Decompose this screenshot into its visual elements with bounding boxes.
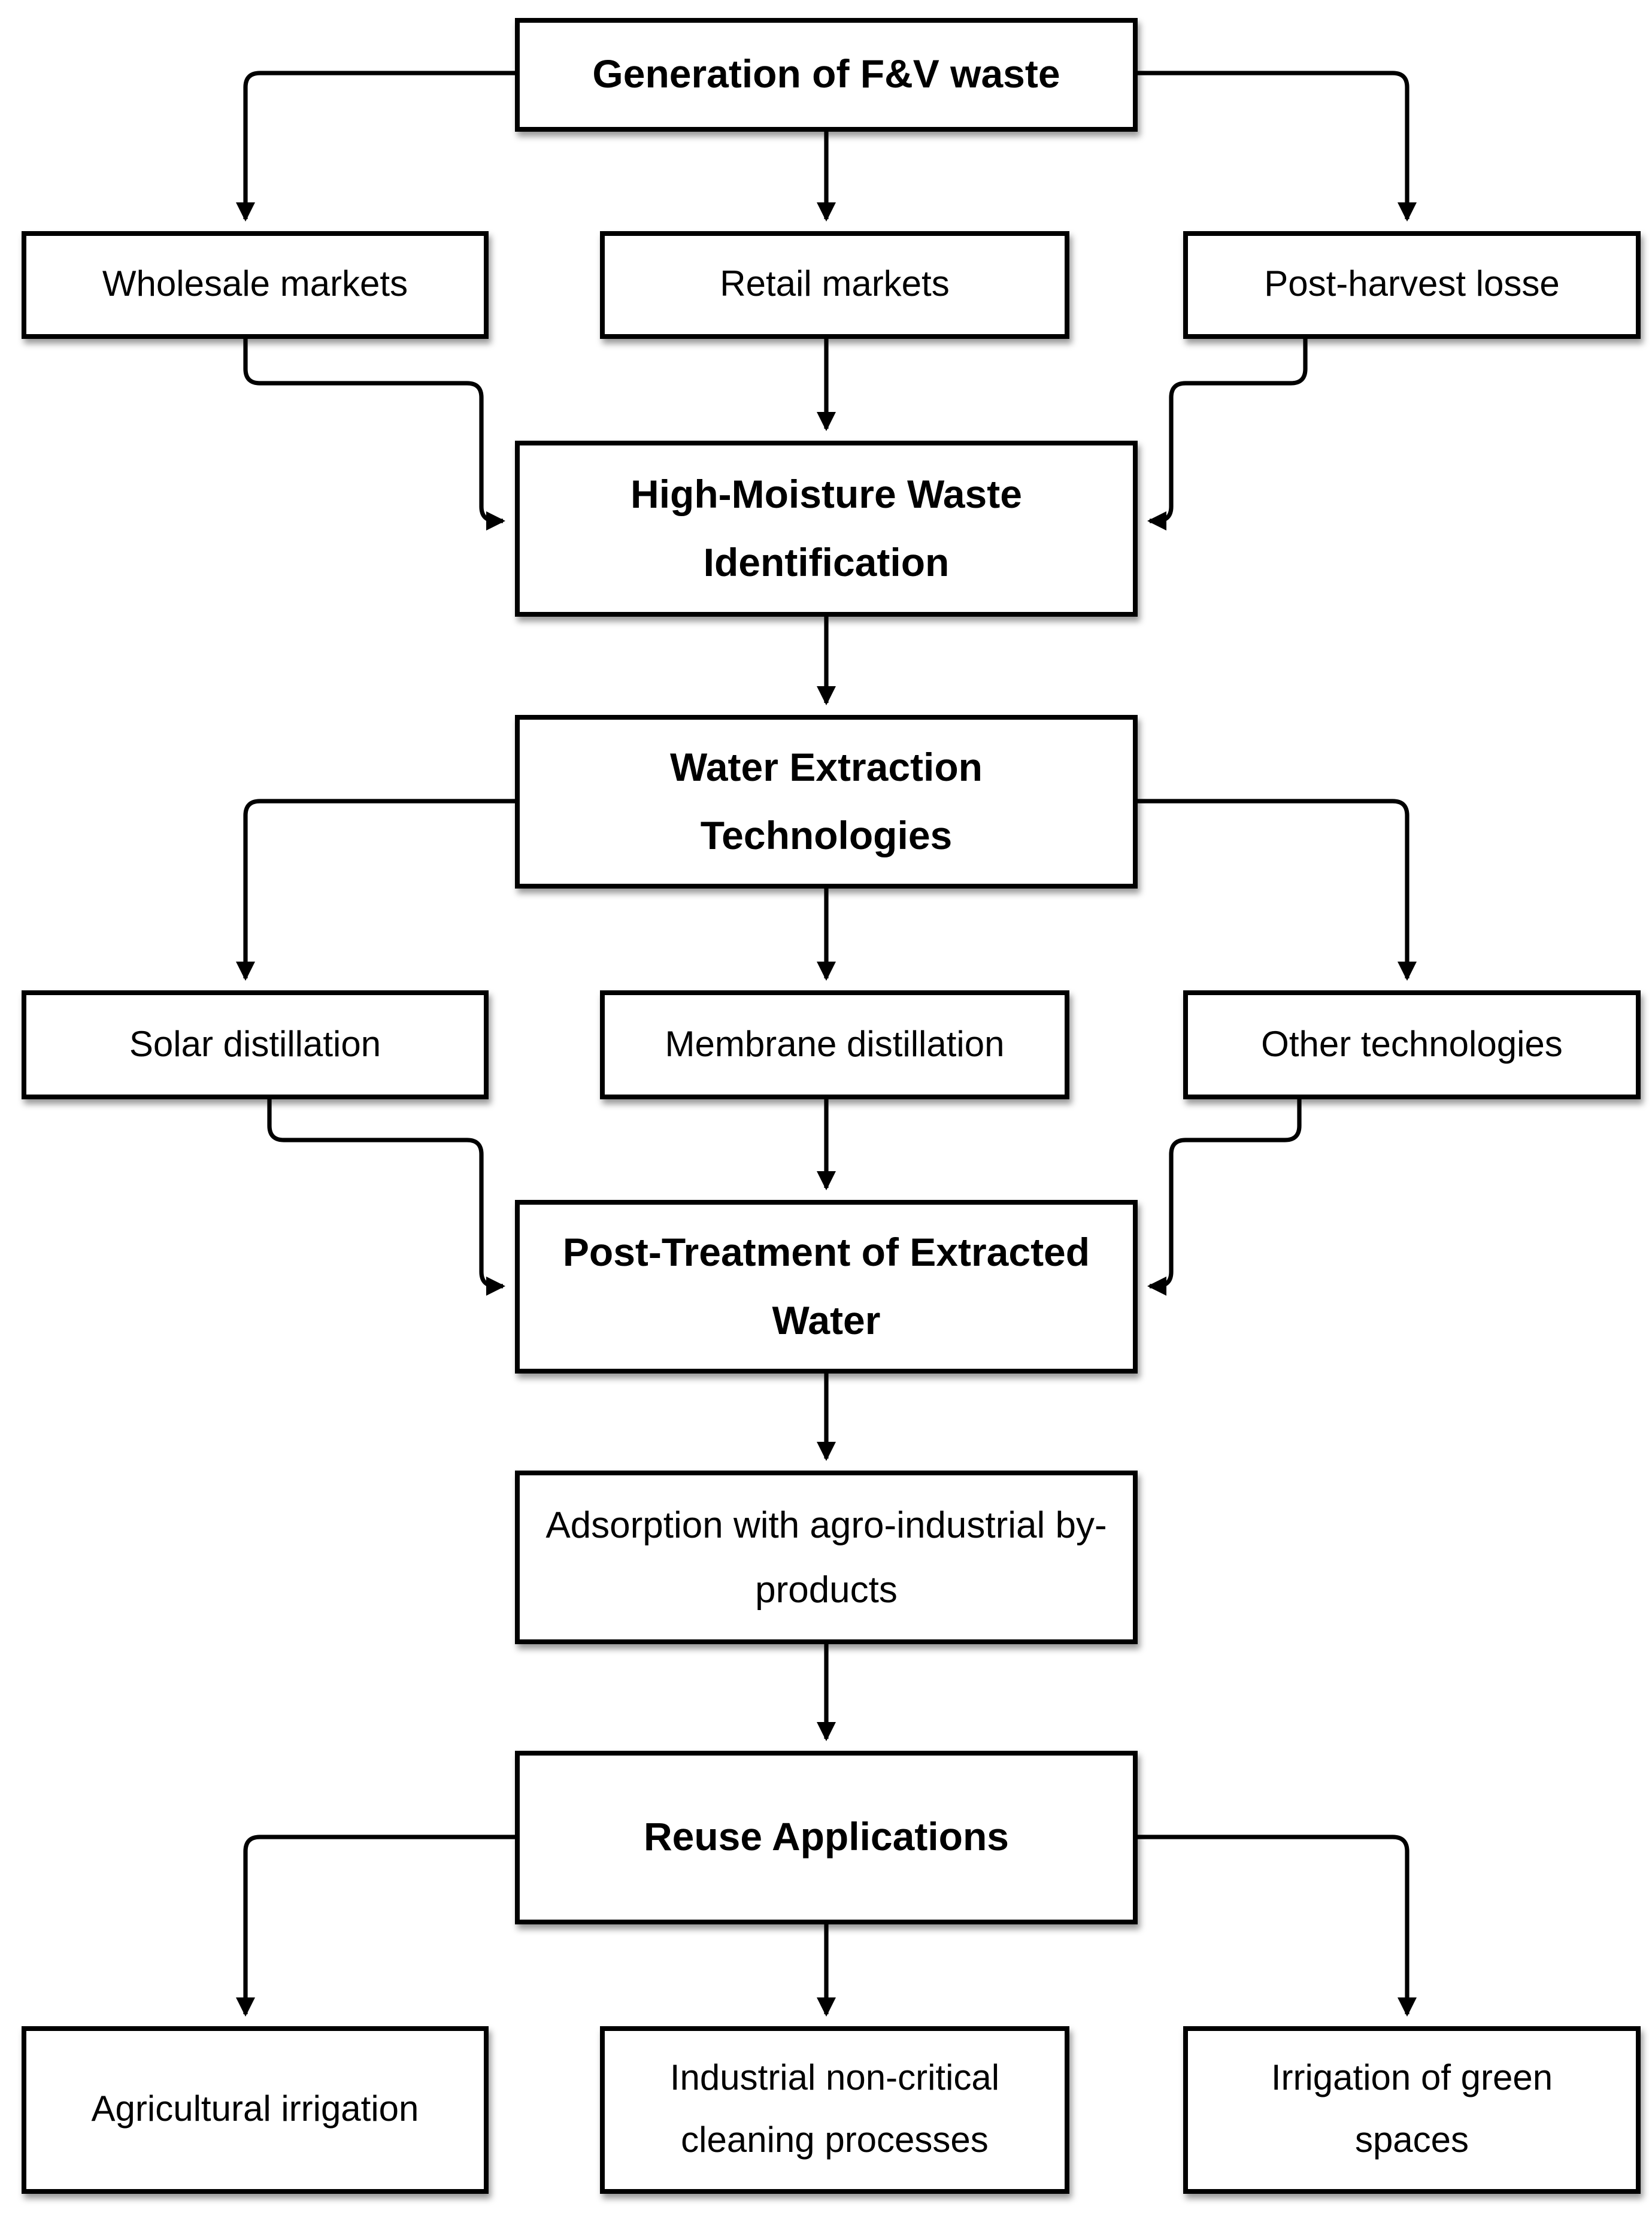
- node-label: Irrigation of green spaces: [1271, 2059, 1553, 2160]
- node-membrane-distillation: Membrane distillation: [600, 990, 1069, 1099]
- node-industrial-non-critical-cleaning: Industrial non-critical cleaning process…: [600, 2026, 1069, 2194]
- node-irrigation-of-green-spaces: Irrigation of green spaces: [1183, 2026, 1641, 2194]
- node-wholesale-markets: Wholesale markets: [22, 231, 489, 339]
- edge-generation-postharvest: [1138, 71, 1417, 222]
- node-post-harvest-losse: Post-harvest losse: [1183, 231, 1641, 339]
- edge-waterextraction-solar: [236, 799, 515, 981]
- node-retail-markets: Retail markets: [600, 231, 1069, 339]
- edge-solar-posttreatment: [267, 1099, 505, 1296]
- edge-wholesale-highmoisture: [243, 339, 505, 530]
- node-label: Generation of F&V waste: [592, 51, 1060, 96]
- node-post-treatment-of-extracted-water: Post-Treatment of Extracted Water: [515, 1200, 1138, 1374]
- node-label: Water Extraction Technologies: [669, 744, 983, 857]
- node-agricultural-irrigation: Agricultural irrigation: [22, 2026, 489, 2194]
- node-label: Reuse Applications: [643, 1814, 1009, 1859]
- node-label: Wholesale markets: [102, 265, 408, 305]
- node-water-extraction-technologies: Water Extraction Technologies: [515, 715, 1138, 889]
- edge-reuse-agriirrigation: [236, 1835, 515, 2017]
- edge-waterextraction-othertech: [1138, 799, 1417, 981]
- node-label: Industrial non-critical cleaning process…: [669, 2059, 1000, 2160]
- node-label: Post-harvest losse: [1264, 265, 1560, 305]
- node-label: Agricultural irrigation: [91, 2090, 419, 2130]
- node-label: Retail markets: [720, 265, 950, 305]
- node-reuse-applications: Reuse Applications: [515, 1751, 1138, 1924]
- node-label: Other technologies: [1261, 1024, 1563, 1065]
- edge-reuse-greenspaces: [1138, 1835, 1417, 2017]
- node-other-technologies: Other technologies: [1183, 990, 1641, 1099]
- node-label: Solar distillation: [129, 1024, 381, 1065]
- node-label: High-Moisture Waste Identification: [631, 471, 1022, 584]
- node-solar-distillation: Solar distillation: [22, 990, 489, 1099]
- node-label: Membrane distillation: [665, 1024, 1005, 1065]
- node-high-moisture-waste-identification: High-Moisture Waste Identification: [515, 441, 1138, 617]
- node-label: Post-Treatment of Extracted Water: [562, 1229, 1090, 1342]
- edge-postharvest-highmoisture: [1147, 339, 1308, 530]
- node-adsorption-agro-industrial-byproducts: Adsorption with agro-industrial by-produ…: [515, 1471, 1138, 1644]
- node-label: Adsorption with agro-industrial by-produ…: [545, 1504, 1107, 1610]
- node-generation-of-fv-waste: Generation of F&V waste: [515, 18, 1138, 132]
- edge-generation-wholesale: [236, 71, 515, 222]
- edge-othertech-posttreatment: [1147, 1099, 1302, 1296]
